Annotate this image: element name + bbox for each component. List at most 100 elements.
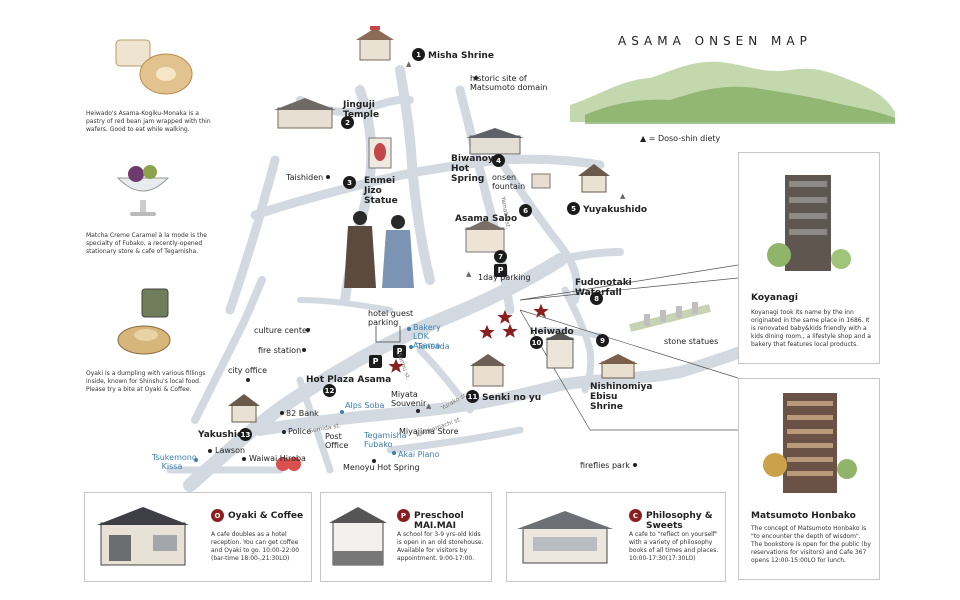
place-hot-plaza-asama[interactable]: Hot Plaza Asama [306,375,392,385]
place-yakushido[interactable]: Yakushido [198,430,250,440]
preschool-title: Preschool MAI.MAI [414,511,464,531]
yuyakushido-illustration [578,164,610,193]
oyaki-note: Oyaki is a dumpling with various filling… [86,370,206,393]
philosophy-building-illustration [517,511,613,564]
label-culture-center: culture center [254,326,311,335]
place-nishinomiya-ebisu-shrine[interactable]: Nishinomiya Ebisu Shrine [590,382,653,412]
dot-tensada [409,345,413,349]
doso-shin-icon: ▲ [466,270,472,278]
place-number-4[interactable]: 4 [492,154,505,167]
place-number-5[interactable]: 5 [567,202,580,215]
label-post-office: Post Office [325,432,349,450]
place-number-11[interactable]: 11 [466,390,479,403]
panel-leader-lines [519,264,739,431]
dot-tsukemono [194,458,198,462]
strawberry-illustration [276,457,301,471]
label-stone-statues: stone statues [664,337,719,346]
oyaki-illustration [117,288,171,355]
koyanagi-text: Koyanagi took its name by the inn origin… [751,309,871,348]
label-miyata-souvenir: Miyata Souvenir [391,390,427,408]
panel-matsumoto-honbako: Matsumoto Honbako The concept of Matsumo… [738,378,880,580]
label-miyajima-store: Miyajima Store [399,427,459,436]
dot-waiwai [242,457,246,461]
star-marker-philosophy[interactable] [533,303,549,319]
label-bakery-ldk-asama[interactable]: Bakery LDK Asama [413,323,441,350]
label-tensada[interactable]: Tensada [417,342,450,351]
label-tegamisha-fubako[interactable]: Tegamisha Fubako [364,431,407,449]
preschool-storehouse-illustration [329,507,387,566]
yukata-couple-illustration [344,211,414,288]
parking-icon: P [393,345,406,358]
place-biwanoyu-hot-spring[interactable]: Biwanoyu Hot Spring [451,154,501,184]
jinguji-temple-illustration [274,98,336,129]
dot-miyata [416,409,420,413]
place-number-6[interactable]: 6 [519,204,532,217]
place-heiwado[interactable]: Heiwado [530,327,574,337]
honbako-building-illustration [763,393,857,493]
doso-shin-icon: ▲ [620,192,626,200]
matcha-note: Matcha Creme Caramel à la mode is the sp… [86,232,207,255]
koyanagi-title: Koyanagi [751,293,798,303]
label-menoyu-hot-spring: Menoyu Hot Spring [343,463,420,472]
place-asama-sabo[interactable]: Asama Sabo [455,214,518,224]
dot-taishiden [326,175,330,179]
place-number-8[interactable]: 8 [590,292,603,305]
place-number-7[interactable]: 7 [494,250,507,263]
label-fireflies-park: fireflies park [580,461,630,470]
label-police: Police [288,427,312,436]
label-tsukemono-kissa[interactable]: Tsukemono Kissa [152,453,197,471]
asama-sabo-illustration [464,220,506,253]
place-number-12[interactable]: 12 [323,384,336,397]
doso-legend: ▲ = Doso-shin diety [640,134,721,143]
label-lawson: Lawson [215,446,246,455]
label-82-bank: 82 Bank [286,409,319,418]
map-title: ASAMA ONSEN MAP [618,34,812,48]
star-marker-koyanagi[interactable] [502,323,518,339]
philosophy-text: A cafe to "reflect on yourself" with a v… [629,531,719,562]
badge-preschool: P [397,509,410,522]
place-yuyakushido[interactable]: Yuyakushido [583,205,648,215]
dot-historic [474,76,478,80]
mountain-illustration [570,61,895,124]
panel-oyaki-coffee: O Oyaki & Coffee A cafe doubles as a hot… [84,492,312,582]
onsen-fountain-illustration [531,173,551,189]
star-marker-oyaki[interactable] [479,324,495,340]
label-city-office: city office [228,366,267,375]
place-jinguji-temple[interactable]: Jinguji Temple [343,100,380,120]
label-waiwai-hiroba: Waiwai Hiroba [249,454,306,463]
place-misha-shrine[interactable]: Misha Shrine [428,51,494,61]
doso-shin-icon: ▲ [426,402,432,410]
place-number-1[interactable]: 1 [412,48,425,61]
parking-icon: P [494,264,507,277]
yakushido-illustration [228,394,260,423]
dot-fireflies [633,463,637,467]
matcha-parfait-illustration [116,165,170,216]
place-senki-no-yu[interactable]: Senki no yu [482,393,542,403]
label-1day-parking: 1day parking [478,273,531,282]
panel-koyanagi: Koyanagi Koyanagi took its name by the i… [738,152,880,364]
star-marker-preschool[interactable] [497,309,513,325]
place-number-2[interactable]: 2 [341,116,354,129]
dot-bakery [407,327,411,331]
hotel-parking-bracket [375,326,401,343]
place-number-10[interactable]: 10 [530,336,543,349]
dot-menoyu [372,459,376,463]
dot-culture-center [306,328,310,332]
honbako-title: Matsumoto Honbako [751,511,856,521]
label-alps-soba[interactable]: Alps Soba [345,401,385,410]
doso-shin-icon: ▲ [406,60,412,68]
place-number-9[interactable]: 9 [596,334,609,347]
label-historic-site: historic site of Matsumoto domain [470,74,548,92]
place-onsen-fountain[interactable]: onsen fountain [492,173,526,191]
place-number-3[interactable]: 3 [343,176,356,189]
place-number-13[interactable]: 13 [239,428,252,441]
place-enmei-jizo-statue[interactable]: Enmei Jizo Statue [364,176,398,206]
oyaki-coffee-text: A cafe doubles as a hotel reception. You… [211,531,300,562]
dot-fire-station [302,348,306,352]
oyaki-coffee-title: Oyaki & Coffee [228,511,304,521]
label-hotel-guest-parking: hotel guest parking [368,309,414,327]
label-akai-piano[interactable]: Akai Piano [398,450,440,459]
senki-no-yu-illustration [470,354,506,387]
star-marker-honbako[interactable] [388,358,404,374]
monaka-illustration [115,39,193,95]
